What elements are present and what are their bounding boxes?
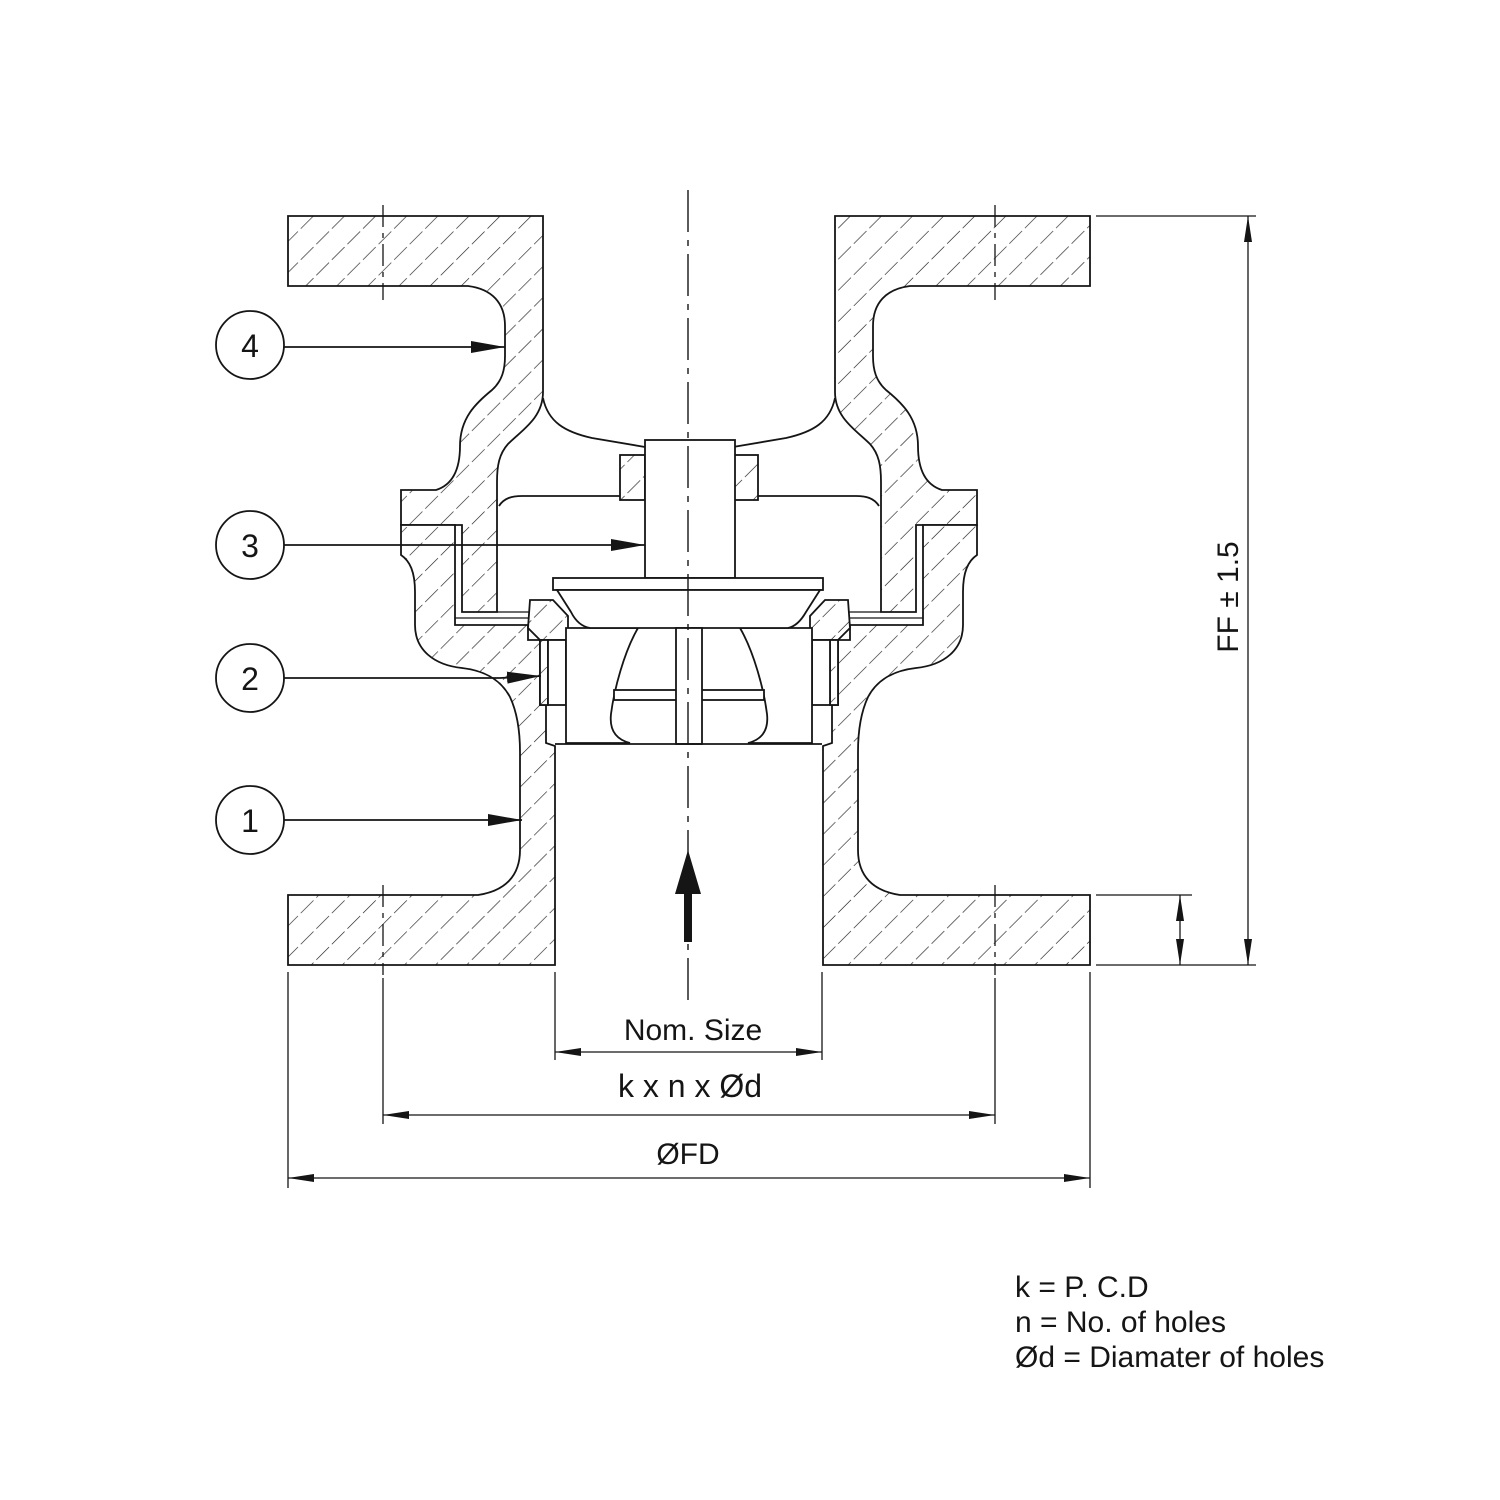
nom-size-label: Nom. Size [624,1014,762,1047]
legend: k = P. C.D n = No. of holes Ød = Diamate… [1015,1271,1324,1374]
flow-direction-arrow-icon [675,850,701,942]
disc-guide-fin-right [738,627,813,744]
balloon-1: 1 [215,785,522,855]
dimension-bolt-pattern: k x n x Ød [383,1068,995,1119]
bonnet-wall-left [287,215,544,613]
lower-body-wall-right [822,524,1091,966]
bolt-pattern-label: k x n x Ød [618,1068,762,1104]
guide-bridge-top-left [542,397,646,448]
guide-hub-left [619,454,646,501]
balloon-3-label: 3 [241,528,259,564]
seat-ring-gap-right [811,639,831,706]
disc-retainer-left [527,599,569,641]
face-to-face-label: FF ± 1.5 [1212,541,1245,653]
disc-retainer-right [809,599,851,641]
extension-lines [287,215,1256,1188]
dimension-flange-diameter: ØFD [288,1138,1090,1182]
legend-line-holes: n = No. of holes [1015,1306,1226,1339]
body-right-half [732,205,1091,975]
lower-body-wall-left [287,524,556,966]
guide-bridge-bottom-left [498,495,620,507]
guide-bridge-top-right [732,397,836,448]
balloon-1-label: 1 [241,803,259,839]
balloon-2: 2 [215,643,542,713]
balloon-2-label: 2 [241,661,259,697]
seat-ring-left [539,639,549,706]
guide-hub-right [732,454,759,501]
bonnet-wall-right [834,215,1091,613]
legend-line-pcd: k = P. C.D [1015,1271,1149,1304]
disc-guide-fin-left [565,627,640,744]
leader-2 [284,671,542,684]
guide-bridge-bottom-right [758,495,880,507]
dimension-face-to-face: FF ± 1.5 [1212,216,1252,965]
balloon-3: 3 [215,510,645,580]
balloon-4-label: 4 [241,328,259,364]
dimension-nom-size: Nom. Size [555,1014,822,1056]
disc-lower-stem [675,627,703,745]
body-left-half [287,205,646,975]
seat-ring-gap-left [547,639,567,706]
disc-stem [644,439,736,579]
flange-diameter-label: ØFD [656,1138,719,1171]
legend-line-hole-diameter: Ød = Diamater of holes [1015,1341,1324,1374]
balloon-4: 4 [215,310,505,380]
seat-ring-right [829,639,839,706]
